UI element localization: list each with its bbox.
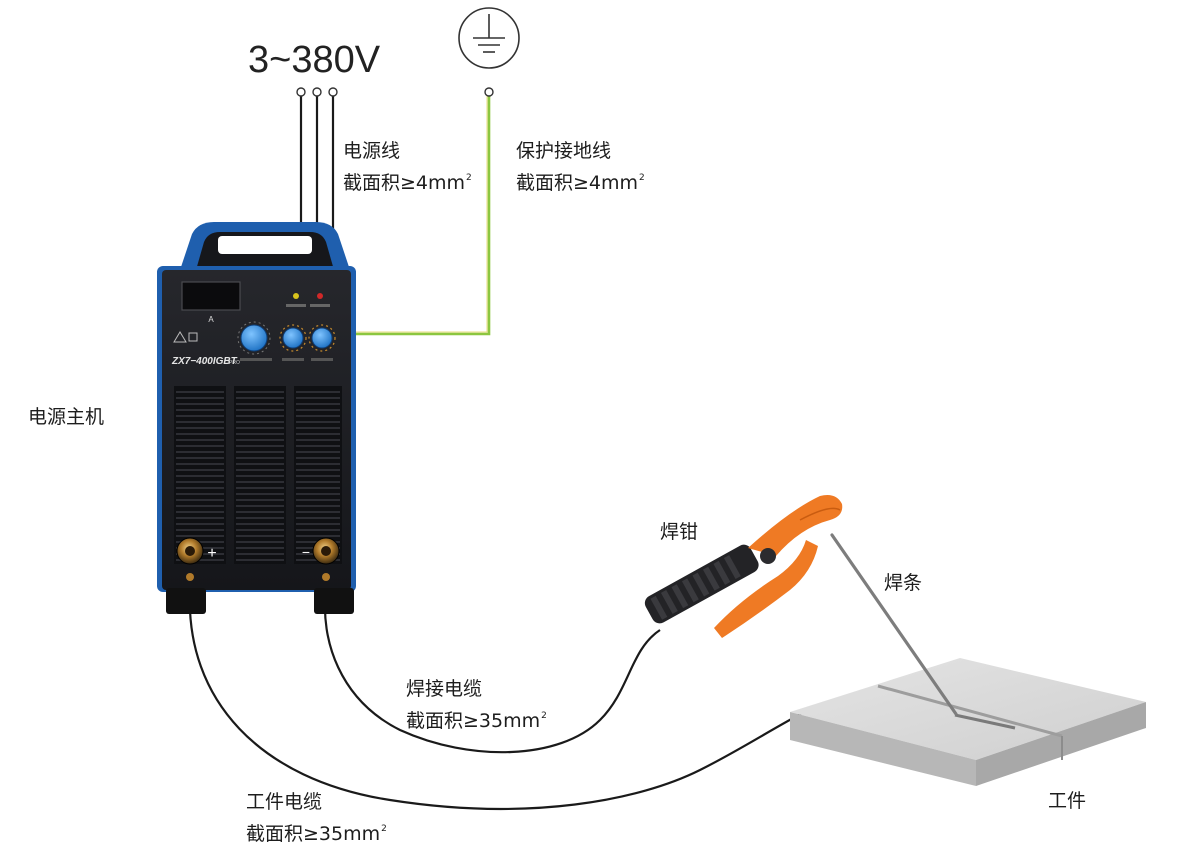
ground-cable-spec: 截面积≥4mm2 [516,172,645,194]
warning-icon [173,331,187,343]
electrode-holder-label: 焊钳 [660,521,699,543]
power-indicator-light [293,293,299,299]
workpiece-label: 工件 [1048,790,1087,812]
power-cable-name: 电源线 [343,140,401,162]
supply-voltage-label: 3~380V [248,39,381,81]
welding-cable-spec: 截面积≥35mm2 [406,710,547,732]
work-cable-name: 工件电缆 [246,791,323,813]
power-terminal-l2 [312,87,322,97]
terminal-minus-sign: − [302,544,310,560]
positive-output-terminal [176,537,204,581]
model-suffix: PRO [229,360,240,366]
power-terminal-l1 [296,87,306,97]
arc-force-knob[interactable] [279,324,307,352]
ground-cable-label: 保护接地线 截面积≥4mm2 [516,138,645,197]
ground-wire [352,87,494,336]
model-name: ZX7−400IGBT [171,356,238,367]
welding-cable-name: 焊接电缆 [406,678,483,700]
power-terminal-l3 [328,87,338,97]
weld-seam [954,713,1016,730]
ground-terminal [484,87,494,97]
ground-cable-name: 保护接地线 [516,140,612,162]
work-cable-label: 工件电缆 截面积≥35mm2 [246,789,387,848]
power-unit-label: 电源主机 [28,406,105,428]
electrode-label: 焊条 [884,572,923,594]
power-cable-spec: 截面积≥4mm2 [343,172,472,194]
welding-electrode [830,533,958,716]
negative-output-terminal [312,537,340,581]
welding-power-unit [157,222,356,614]
fault-indicator-light [317,293,323,299]
current-display [181,281,241,311]
power-cable-label: 电源线 截面积≥4mm2 [343,138,472,197]
work-cable-line [188,589,809,811]
hot-start-knob[interactable] [308,324,336,352]
terminal-plus-sign: + [207,545,216,562]
welding-cable-label: 焊接电缆 截面积≥35mm2 [406,676,547,735]
electrode-holder [644,495,843,638]
workpiece-plates [790,658,1146,786]
ground-symbol-icon [458,7,520,69]
work-cable-spec: 截面积≥35mm2 [246,823,387,845]
manual-icon [188,332,198,342]
display-unit-label: A [208,315,214,324]
welding-cable-line [323,589,661,754]
current-knob[interactable] [237,321,271,355]
